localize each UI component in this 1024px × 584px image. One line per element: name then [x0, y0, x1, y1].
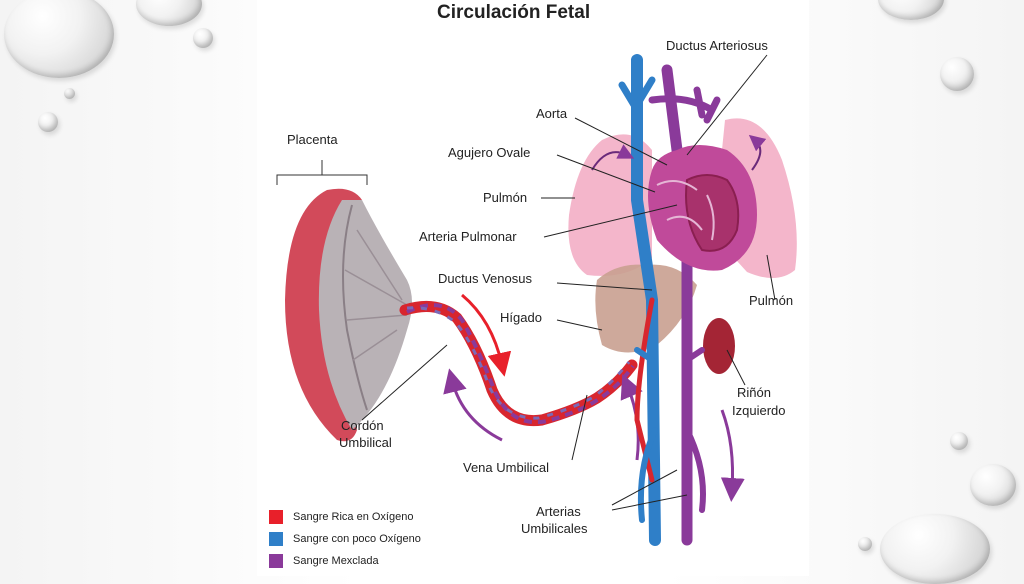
water-drop-decoration: [38, 112, 58, 132]
label-arterias: Arterias: [536, 504, 581, 519]
legend-item: Sangre con poco Oxígeno: [269, 528, 421, 550]
umbilical-cord: [399, 300, 638, 427]
water-drop-decoration: [193, 28, 213, 48]
flow-arrow-red: [461, 293, 512, 377]
label-agujero-ovale: Agujero Ovale: [448, 145, 531, 160]
legend-label: Sangre Mexclada: [293, 555, 379, 567]
water-drop-decoration: [940, 57, 974, 91]
label-izquierdo: Izquierdo: [732, 403, 786, 418]
legend-swatch-mixed: [269, 554, 283, 568]
water-drop-decoration: [880, 514, 990, 584]
legend-item: Sangre Rica en Oxígeno: [269, 506, 421, 528]
water-drop-decoration: [136, 0, 202, 26]
fetal-circulation-diagram: Circulación Fetal Ductus Arteriosus Aort…: [257, 0, 809, 576]
label-rinon: Riñón: [737, 385, 771, 400]
label-arteria-pulmonar: Arteria Pulmonar: [419, 229, 517, 244]
label-pulmon-right: Pulmón: [749, 293, 794, 308]
label-higado: Hígado: [500, 310, 542, 325]
placenta-shape: [285, 188, 412, 442]
legend: Sangre Rica en Oxígeno Sangre con poco O…: [269, 506, 421, 572]
water-drop-decoration: [970, 464, 1016, 506]
label-pulmon-left: Pulmón: [483, 190, 528, 205]
legend-swatch-low-oxygen: [269, 532, 283, 546]
diagram-title: Circulación Fetal: [437, 2, 591, 23]
water-drop-decoration: [878, 0, 944, 20]
lung-flow-arrow: [748, 134, 767, 171]
water-drop-decoration: [858, 537, 872, 551]
legend-label: Sangre con poco Oxígeno: [293, 533, 421, 545]
flow-arrow-purple: [443, 368, 503, 442]
lung-flow-arrow: [591, 144, 635, 171]
leader-lines: [361, 54, 776, 511]
label-vena-umbilical: Vena Umbilical: [463, 460, 549, 475]
placenta-bracket: [276, 160, 368, 185]
kidney-shape: [703, 318, 735, 374]
label-ductus-venosus: Ductus Venosus: [438, 271, 532, 286]
label-aorta: Aorta: [536, 106, 568, 121]
water-drop-decoration: [950, 432, 968, 450]
legend-label: Sangre Rica en Oxígeno: [293, 511, 414, 523]
great-vessels: [618, 54, 721, 546]
label-ductus-arteriosus: Ductus Arteriosus: [666, 38, 768, 53]
legend-item: Sangre Mexclada: [269, 550, 421, 572]
label-cordon: Cordón: [341, 418, 384, 433]
heart-shape: [648, 145, 757, 271]
flow-arrow-purple: [720, 409, 745, 502]
water-drop-decoration: [64, 88, 75, 99]
water-drop-decoration: [4, 0, 114, 78]
diagram-illustration: [276, 54, 797, 546]
label-umbilical: Umbilical: [339, 435, 392, 450]
label-umbilicales: Umbilicales: [521, 521, 588, 536]
legend-swatch-oxygen-rich: [269, 510, 283, 524]
label-placenta: Placenta: [287, 132, 338, 147]
